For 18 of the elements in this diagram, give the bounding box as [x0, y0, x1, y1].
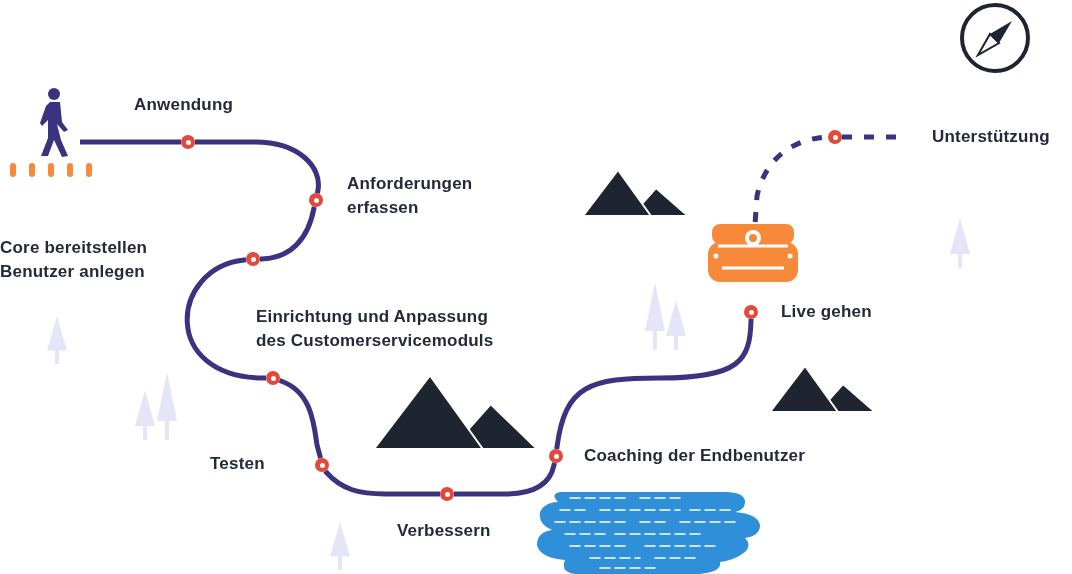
milestone-label: Unterstützung — [932, 126, 1051, 148]
road-path — [554, 318, 754, 450]
milestone-label: Anwendung — [134, 94, 235, 116]
milestone-label: Verbessern — [397, 520, 492, 542]
road-path — [323, 469, 441, 497]
milestone-label: Einrichtung und Anpassung des Customerservicemoduls — [256, 306, 495, 352]
road-path — [278, 378, 323, 459]
road-path — [77, 139, 181, 145]
milestone-label: Live gehen — [781, 301, 873, 323]
milestone-label: Coaching der Endbenutzer — [584, 445, 807, 467]
road-path — [259, 205, 317, 262]
milestone-label: Core bereitstellen Benutzer anlegen — [0, 237, 149, 283]
road-path — [184, 257, 267, 381]
milestone-label: Testen — [210, 453, 266, 475]
road-path — [195, 139, 321, 194]
milestone-label: Anforderungen erfassen — [347, 173, 474, 219]
treasure-chest-icon — [708, 222, 798, 284]
road-path — [453, 462, 557, 497]
